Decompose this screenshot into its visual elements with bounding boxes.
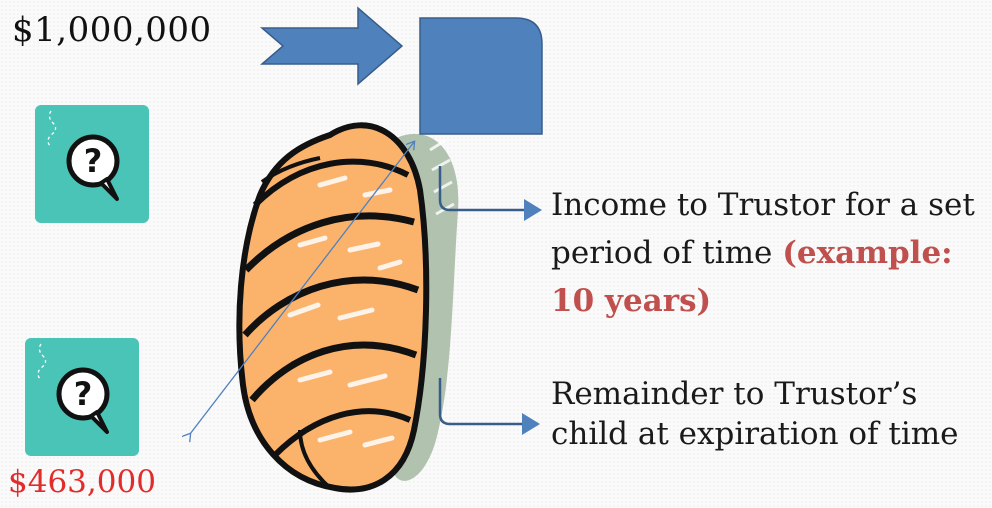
question-bubble-icon: ? [35, 105, 149, 223]
income-branch-text: Income to Trustor for a set period of ti… [551, 181, 991, 325]
principal-amount: $1,000,000 [12, 10, 212, 50]
principal-block-arrow [262, 8, 402, 84]
remainder-connector-head [522, 413, 540, 435]
income-connector-head [524, 199, 542, 221]
question-tile-top: ? [35, 105, 149, 223]
trust-box-shape [420, 18, 542, 134]
question-tile-bottom: ? [25, 338, 139, 456]
svg-text:?: ? [74, 375, 93, 413]
svg-text:?: ? [84, 142, 103, 180]
remainder-amount: $463,000 [8, 464, 156, 500]
question-bubble-icon: ? [25, 338, 139, 456]
remainder-branch-text: Remainder to Trustor’s child at expirati… [551, 374, 991, 454]
remainder-connector-line [440, 378, 524, 424]
